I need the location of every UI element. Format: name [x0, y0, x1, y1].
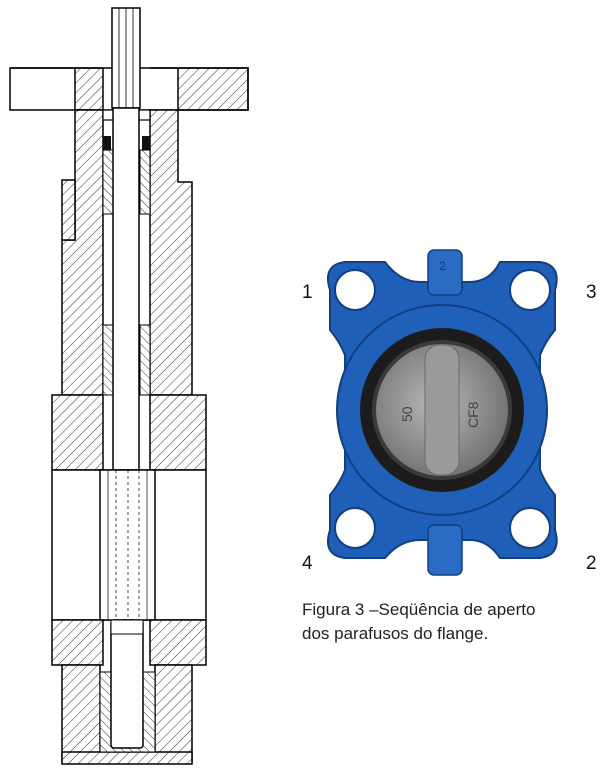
- body-upper-right: [149, 394, 207, 471]
- caption-line-2: dos parafusos do flange.: [302, 624, 489, 643]
- caption-line-1: Figura 3 –Seqüência de aperto: [302, 600, 536, 619]
- body-lower-left: [51, 619, 104, 666]
- bottom-neck: [61, 664, 101, 763]
- butterfly-valve-photo: [326, 249, 558, 576]
- body-upper-left: [51, 394, 104, 471]
- body-lower-right: [149, 619, 207, 666]
- figure-caption: Figura 3 –Seqüência de aperto dos parafu…: [302, 598, 592, 646]
- right-neck-wall: [149, 109, 193, 396]
- disc-marking-right: CF8: [465, 401, 481, 428]
- bolt-label-1: 1: [302, 282, 313, 303]
- bolt-label-2: 2: [586, 553, 597, 574]
- bolt-label-4: 4: [302, 553, 313, 574]
- bolt-label-3: 3: [586, 282, 597, 303]
- left-neck-wall: [61, 109, 104, 396]
- disc-marking-left: 50: [399, 406, 415, 422]
- boss-marking: 2: [439, 259, 446, 273]
